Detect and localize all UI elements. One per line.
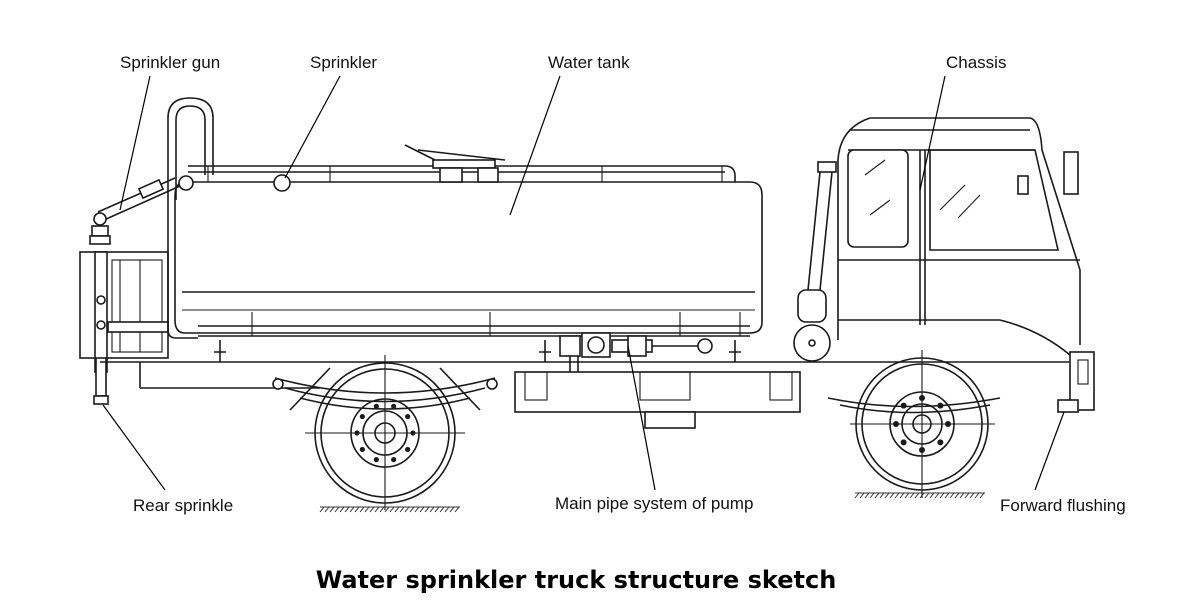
leader-lines (102, 75, 1065, 491)
ground-hatch-front (854, 492, 985, 499)
side-box (514, 371, 801, 429)
water-tank (174, 181, 763, 337)
rear-box (79, 200, 198, 373)
label-chassis: Chassis (946, 53, 1006, 72)
label-water-tank: Water tank (548, 53, 630, 72)
diagram-title: Water sprinkler truck structure sketch (316, 566, 837, 594)
sprinkler-gun (89, 175, 194, 245)
ground-hatch-rear (319, 506, 460, 513)
label-sprinkler: Sprinkler (310, 53, 377, 72)
cab (837, 117, 1081, 356)
sprinkler-nozzle (273, 174, 291, 192)
rear-sprinkle-pipe (93, 357, 109, 405)
label-sprinkler-gun: Sprinkler gun (120, 53, 220, 72)
front-bumper (1057, 351, 1095, 413)
chassis-frame (100, 340, 1080, 389)
intake-pipe (793, 161, 837, 362)
front-wheel (850, 350, 995, 498)
label-main-pipe: Main pipe system of pump (555, 494, 753, 513)
rear-riser-pipe (167, 97, 214, 200)
rear-wheel (305, 355, 465, 510)
manhole (404, 144, 506, 183)
label-rear-sprinkle: Rear sprinkle (133, 496, 233, 515)
label-forward-flushing: Forward flushing (1000, 496, 1126, 515)
